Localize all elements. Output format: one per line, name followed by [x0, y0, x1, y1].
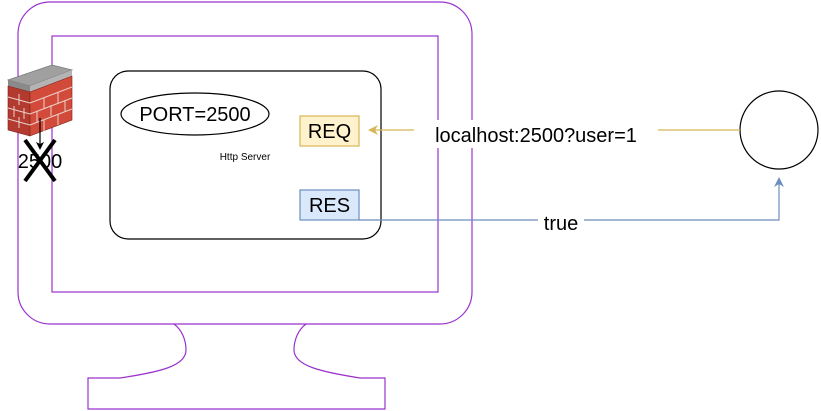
port-ellipse	[120, 92, 270, 136]
request-label-bg	[414, 120, 658, 148]
port-label: PORT=2500	[139, 104, 250, 126]
client-node	[739, 90, 819, 170]
res-label: RES	[309, 195, 350, 217]
monitor-stand-base	[87, 377, 386, 410]
response-arrow	[359, 177, 784, 221]
monitor-screen	[51, 35, 439, 293]
monitor-frame	[17, 1, 473, 325]
req-box	[299, 115, 360, 147]
request-label: localhost:2500?user=1	[435, 125, 637, 147]
res-box	[299, 189, 360, 221]
blocked-x-icon	[23, 138, 57, 183]
response-label-bg	[538, 210, 584, 236]
req-label: REQ	[308, 121, 351, 143]
server-caption: Http Server	[220, 152, 271, 163]
response-label: true	[544, 213, 578, 235]
monitor-stand-neck	[119, 323, 361, 379]
firewall-icon	[6, 64, 74, 137]
